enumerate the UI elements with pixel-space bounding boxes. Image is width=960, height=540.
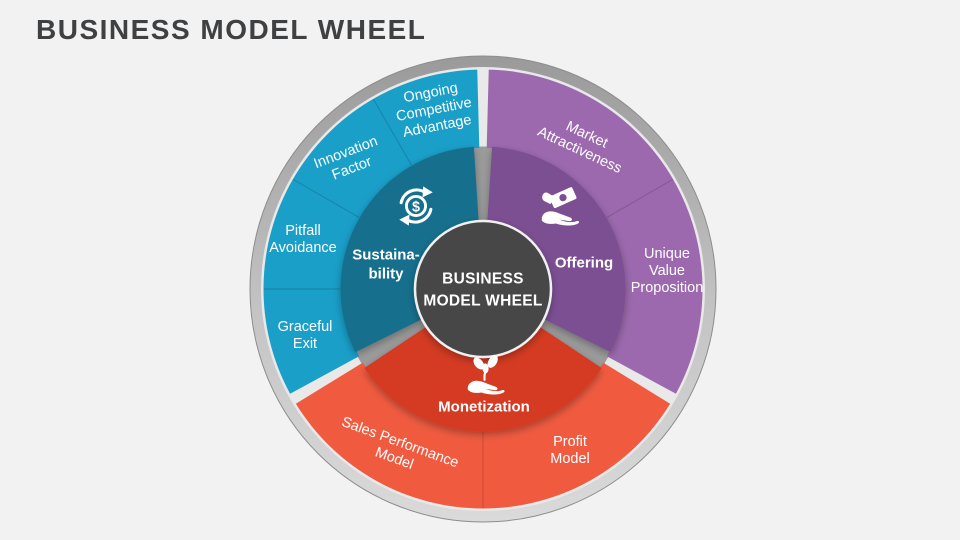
segment-monetization-inner (364, 326, 602, 432)
inner-label-offering: Offering (554, 254, 614, 272)
money-cycle-icon: $ (393, 183, 439, 229)
inner-label-sustainability: Sustaina- bility (352, 246, 420, 282)
segment-sustainability-inner (340, 146, 479, 353)
wheel-hub (413, 219, 553, 359)
page-title: BUSINESS MODEL WHEEL (36, 14, 427, 45)
segment-dividers (264, 99, 673, 508)
hand-plant-icon (463, 352, 509, 398)
divider-sustainability-2 (293, 178, 360, 219)
segment-offering-outer (486, 69, 703, 394)
outer-label-pitfall-avoidance: Pitfall Avoidance (269, 223, 337, 256)
dollar-glyph: $ (412, 199, 420, 215)
inner-label-monetization: Monetization (438, 398, 530, 416)
divider-offering-1 (606, 178, 673, 219)
segment-monetization-outer (295, 362, 671, 509)
wheel-center-label: BUSINESS MODEL WHEEL (423, 270, 543, 309)
outer-label-unique-value-proposition: Unique Value Proposition (630, 245, 704, 296)
segment-offering-inner (487, 146, 626, 353)
outer-ring (263, 69, 703, 509)
outer-label-profit-model: Profit Model (550, 434, 590, 467)
inner-ring (340, 146, 626, 432)
segment-sustainability-outer (263, 69, 480, 394)
divider-sustainability-3 (372, 99, 413, 166)
outer-label-graceful-exit: Graceful Exit (277, 319, 333, 352)
hand-money-icon (538, 184, 584, 230)
